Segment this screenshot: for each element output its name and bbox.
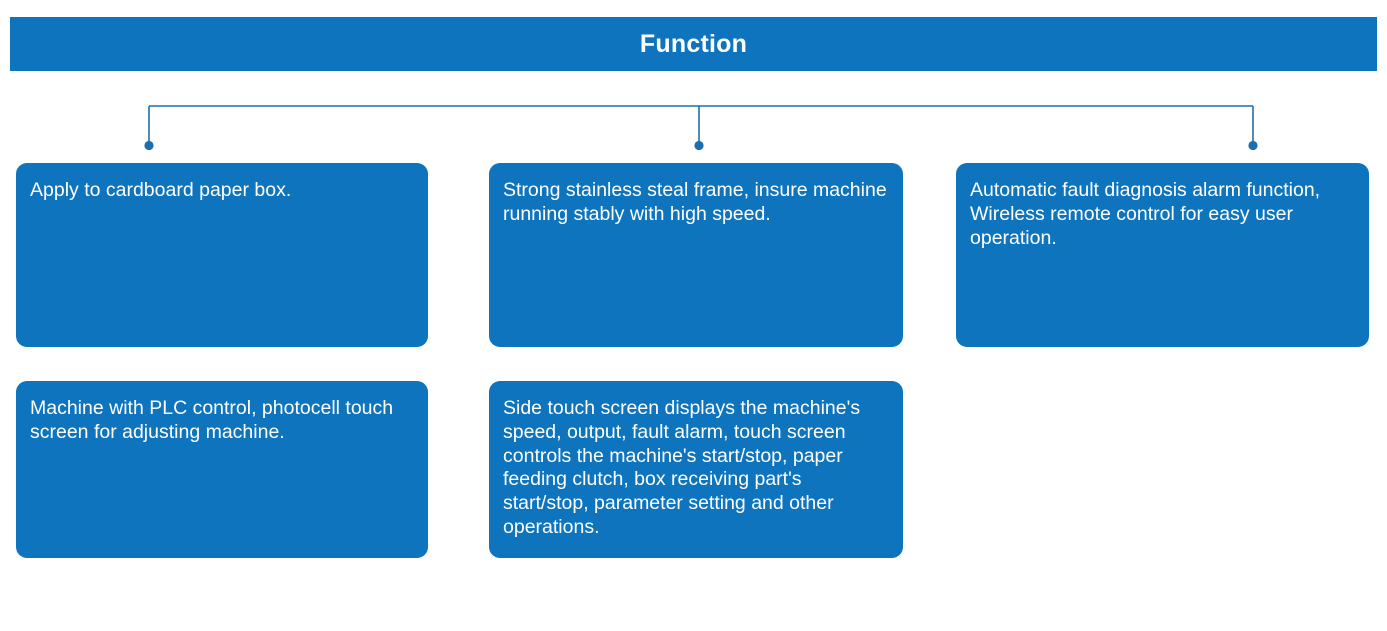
connector-dot-right — [1248, 140, 1258, 151]
function-card-1-text: Apply to cardboard paper box. — [30, 179, 292, 201]
function-card-2[interactable]: Strong stainless steal frame, insure mac… — [489, 163, 903, 347]
function-card-3[interactable]: Automatic fault diagnosis alarm function… — [956, 163, 1369, 347]
function-card-5-text: Side touch screen displays the machine's… — [503, 397, 861, 538]
header-banner: Function — [10, 17, 1377, 71]
connector-dot-left — [144, 140, 154, 151]
function-card-5[interactable]: Side touch screen displays the machine's… — [489, 381, 903, 558]
page-title: Function — [639, 29, 748, 58]
function-card-4[interactable]: Machine with PLC control, photocell touc… — [16, 381, 428, 558]
function-card-4-text: Machine with PLC control, photocell touc… — [30, 397, 394, 443]
function-card-1[interactable]: Apply to cardboard paper box. — [16, 163, 428, 347]
connector-dot-center — [694, 140, 704, 151]
function-card-3-text: Automatic fault diagnosis alarm function… — [970, 179, 1321, 249]
function-card-2-text: Strong stainless steal frame, insure mac… — [503, 179, 887, 225]
